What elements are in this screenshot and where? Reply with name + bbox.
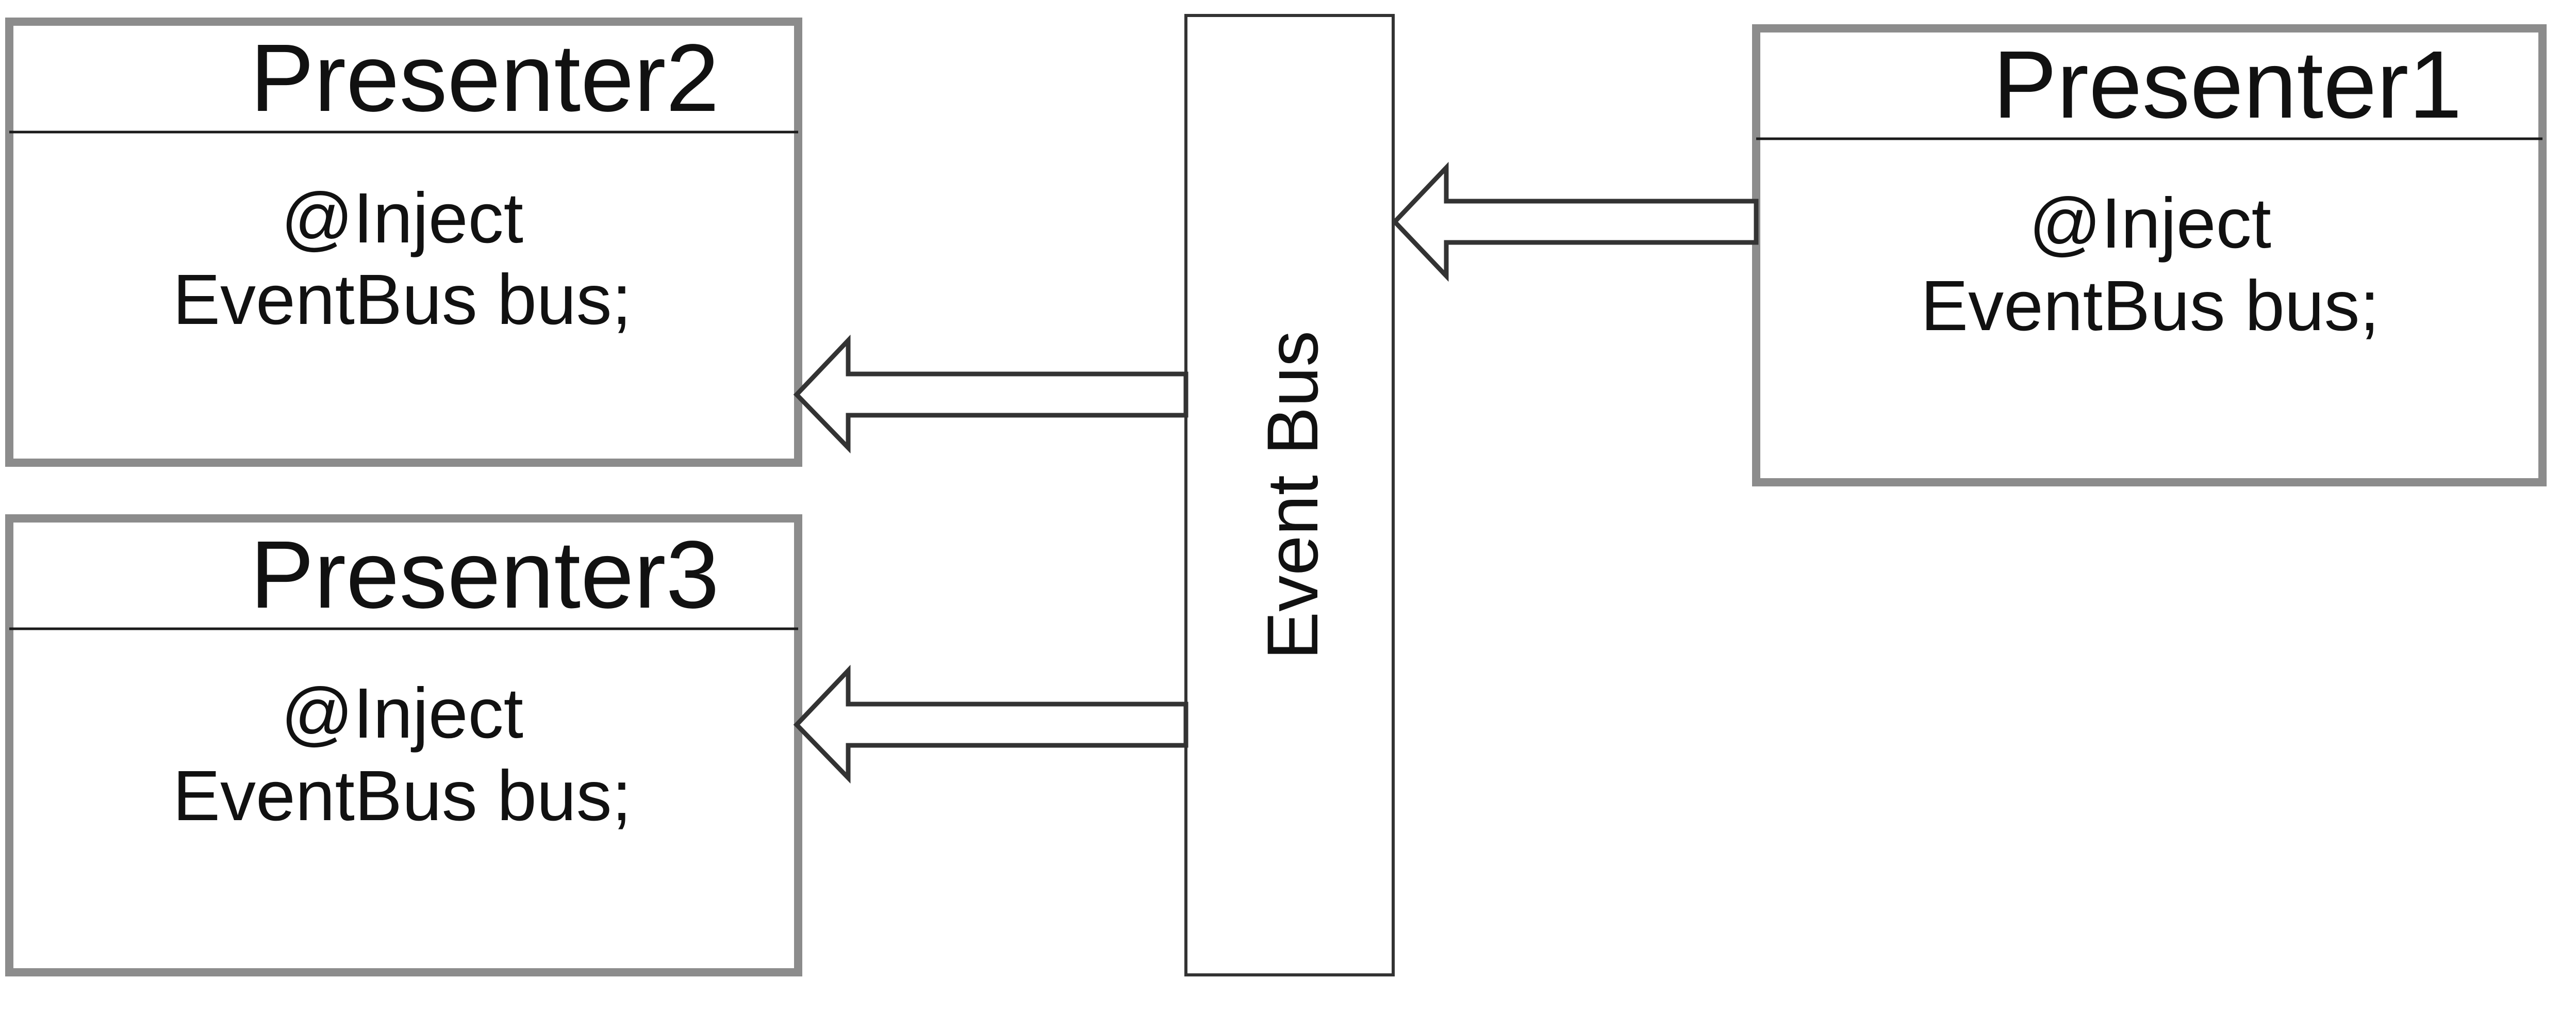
presenter1-box: Presenter1 @Inject EventBus bus; <box>1752 24 2547 486</box>
presenter3-title: Presenter3 <box>250 521 719 628</box>
presenter1-field: EventBus bus; <box>1921 266 2380 346</box>
arrow-bus-to-presenter2 <box>793 334 1188 454</box>
presenter2-title: Presenter2 <box>250 25 719 132</box>
arrow-bus-to-presenter3 <box>793 664 1188 784</box>
presenter2-box: Presenter2 @Inject EventBus bus; <box>5 18 802 467</box>
event-bus-box: Event Bus <box>1184 14 1395 976</box>
presenter2-annotation: @Inject <box>281 178 523 258</box>
arrow-presenter1-to-bus <box>1391 161 1759 282</box>
presenter1-title: Presenter1 <box>1993 31 2462 138</box>
event-bus-label: Event Bus <box>1252 331 1333 660</box>
presenter3-field: EventBus bus; <box>173 756 632 836</box>
presenter2-field: EventBus bus; <box>173 260 632 339</box>
presenter1-annotation: @Inject <box>2029 184 2271 263</box>
presenter3-annotation: @Inject <box>281 674 523 753</box>
presenter3-box: Presenter3 @Inject EventBus bus; <box>5 514 802 976</box>
